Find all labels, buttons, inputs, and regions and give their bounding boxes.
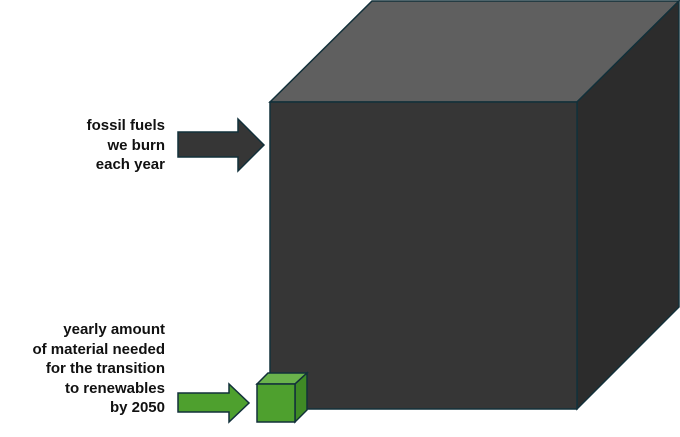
- fossil-fuels-label: fossil fuels we burn each year: [86, 117, 165, 173]
- fossil-fuel-cube: [268, 0, 680, 411]
- material-cube: [255, 371, 309, 424]
- material-cube-front: [256, 383, 296, 423]
- fossil-arrow: [177, 117, 266, 173]
- material-arrow: [177, 382, 251, 424]
- fossil-cube-front: [269, 101, 578, 410]
- material-needed-label: yearly amount of material needed for the…: [32, 321, 165, 416]
